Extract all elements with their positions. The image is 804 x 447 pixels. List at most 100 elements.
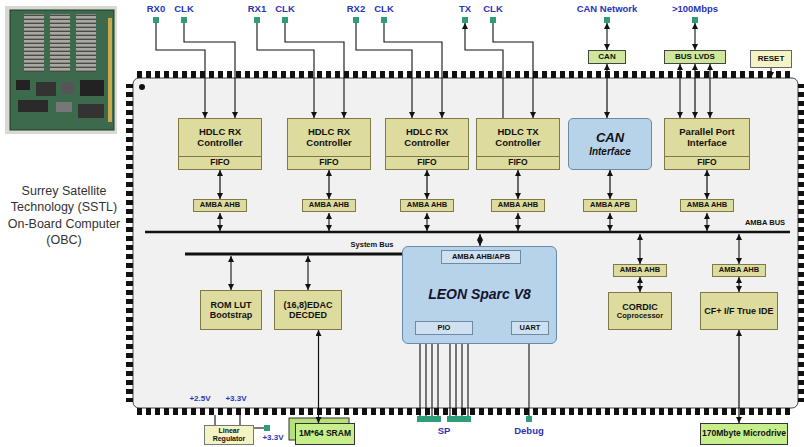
signal-name: SP — [438, 426, 451, 436]
board-caption: Surrey Satellite Technology (SSTL) On-Bo… — [4, 183, 124, 248]
pin-one-dot — [139, 84, 145, 90]
signal-wire — [184, 23, 235, 118]
supply-name: +3.3V — [262, 434, 283, 443]
box-title: HDLC RX Controller — [386, 119, 468, 156]
box-title: CF+ I/F True IDE — [704, 306, 774, 316]
io-pin — [264, 425, 270, 431]
supply-name: +3.3V — [225, 395, 246, 404]
io-pin — [423, 416, 429, 422]
function-box: CF+ I/F True IDE — [700, 292, 778, 330]
box-title: 170Mbyte Microdrive — [701, 429, 787, 439]
regulator-box: Linear Regulator — [204, 425, 254, 445]
board-chip — [56, 102, 72, 112]
signal-name: TX — [459, 4, 471, 14]
signal-name: RX0 — [147, 4, 165, 14]
board-chip — [16, 80, 30, 90]
reset-box: RESET — [750, 50, 792, 68]
box-title: AMBA AHB — [305, 201, 353, 209]
signal-wire — [493, 23, 533, 118]
lvds-wire — [679, 64, 680, 118]
bus-adapter-box: AMBA AHB — [193, 199, 247, 212]
box-subtext: FIFO — [386, 156, 468, 169]
controller-box: HDLC RX ControllerFIFO — [287, 118, 371, 170]
bus-arrow — [318, 330, 319, 423]
signal-name: CLK — [174, 4, 194, 14]
power-wire — [254, 427, 264, 428]
box-title: AMBA AHB — [715, 266, 763, 274]
signal-name: CLK — [483, 4, 503, 14]
heat-sink — [76, 14, 96, 72]
box-subtext: Interface — [569, 146, 651, 157]
circuit-board — [10, 10, 114, 130]
io-pin — [381, 17, 387, 23]
box-title: LEON Sparc V8 — [403, 287, 556, 303]
memory-box: 1M*64 SRAM — [295, 423, 355, 445]
controller-box: HDLC TX ControllerFIFO — [476, 118, 560, 170]
io-pin — [429, 416, 435, 422]
board-chip — [78, 104, 104, 118]
signal-wires — [156, 23, 771, 428]
port-box: CAN — [588, 50, 626, 64]
io-pin — [153, 17, 159, 23]
box-subtext: FIFO — [179, 156, 261, 169]
chip-pins — [798, 84, 804, 402]
box-title: BUS LVDS — [665, 53, 725, 62]
io-pins — [153, 17, 698, 431]
pio-wires — [420, 334, 468, 416]
bus-name: AMBA BUS — [745, 219, 785, 227]
supply-name: +2.5V — [189, 395, 210, 404]
chip-body — [133, 78, 798, 408]
bus-arrow — [517, 170, 518, 199]
bus-arrow — [694, 64, 695, 118]
bus-adapter-box: AMBA AHB — [302, 199, 356, 212]
bus-arrow — [426, 170, 427, 199]
processor-part: UART — [511, 321, 549, 335]
box-title: 1M*64 SRAM — [296, 429, 354, 439]
io-pin — [181, 17, 187, 23]
signal-wire — [694, 23, 695, 50]
box-subtext: FIFO — [288, 156, 370, 169]
io-pin — [462, 17, 468, 23]
system-bus-line — [185, 253, 402, 256]
port-box: BUS LVDS — [664, 50, 726, 64]
signal-name: >100Mbps — [672, 4, 718, 14]
signal-name: RX2 — [347, 4, 365, 14]
box-title: AMBA AHB — [683, 201, 731, 209]
io-pin — [417, 416, 423, 422]
function-box: CORDICCoprocessor — [608, 292, 672, 330]
bus-arrow — [738, 330, 739, 423]
bus-arrow — [606, 64, 607, 118]
interface-box: CANInterface — [568, 118, 652, 170]
bus-arrow — [426, 213, 427, 231]
reset-wire — [770, 68, 771, 78]
box-title: AMBA AHB — [494, 201, 542, 209]
io-pin — [465, 416, 471, 422]
bus-arrow — [230, 256, 231, 290]
heat-sink — [24, 14, 44, 72]
box-subtext: FIFO — [665, 156, 749, 169]
signal-name: RX1 — [248, 4, 266, 14]
box-title: AMBA AHB/APB — [442, 253, 520, 261]
controller-box: HDLC RX ControllerFIFO — [178, 118, 262, 170]
signal-wire — [156, 23, 205, 118]
box-title: CORDIC — [612, 302, 668, 312]
bus-name: System Bus — [351, 241, 394, 249]
bus-arrow — [307, 256, 308, 290]
processor-box: LEON Sparc V8AMBA AHB/APBPIOUART — [402, 246, 557, 344]
box-title: HDLC RX Controller — [288, 119, 370, 156]
box-title: CAN — [569, 131, 651, 146]
obc-board-photo — [5, 6, 117, 134]
bus-adapter-box: AMBA AHB — [712, 264, 766, 277]
io-pin — [447, 416, 453, 422]
uart-wire — [528, 334, 529, 416]
signal-wire — [606, 23, 607, 50]
io-pin — [254, 17, 260, 23]
bus-adapter-box: AMBA AHB — [680, 199, 734, 212]
box-title: HDLC TX Controller — [477, 119, 559, 156]
box-title: Parallel Port Interface — [665, 119, 749, 156]
box-title: HDLC RX Controller — [179, 119, 261, 156]
bus-arrow — [328, 170, 329, 199]
bus-arrow — [219, 213, 220, 231]
